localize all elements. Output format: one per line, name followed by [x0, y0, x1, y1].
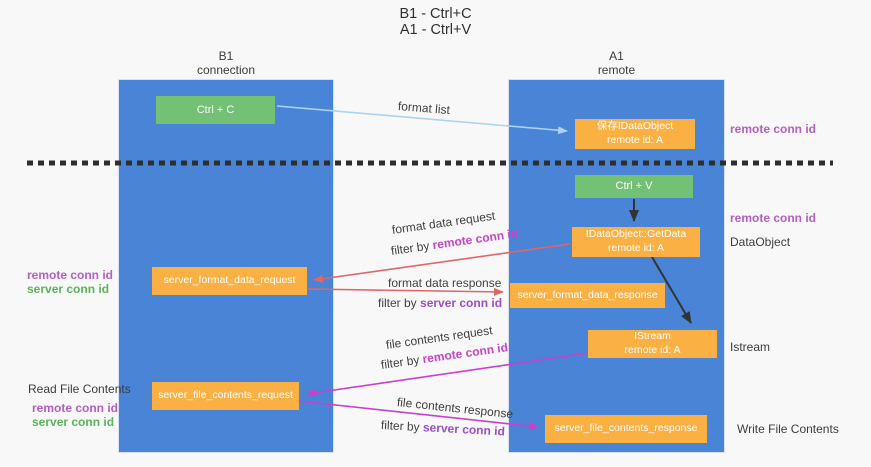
- filter-server-conn-id: server conn id: [422, 420, 506, 439]
- server-format-data-response-label: server_format_data_response: [517, 288, 658, 301]
- label-filter-by-server-conn-id-2: filter by server conn id: [381, 418, 506, 438]
- label-left-remote-conn-id-2: remote conn id: [32, 401, 119, 415]
- node-istream: IStream remote id: A: [588, 330, 717, 358]
- node-server-file-contents-request: server_file_contents_request: [152, 382, 299, 410]
- filter-remote-conn-id: remote conn id: [431, 226, 519, 253]
- label-left-server-conn-id-2: server conn id: [32, 415, 115, 429]
- filter-prefix: filter by: [378, 296, 421, 310]
- istream-line1: IStream: [634, 330, 671, 343]
- filter-prefix: filter by: [380, 352, 424, 372]
- node-server-format-data-request: server_format_data_request: [152, 267, 307, 295]
- label-left-remote-conn-id-1: remote conn id: [27, 268, 114, 282]
- getdata-line2: remote id: A: [607, 242, 665, 254]
- node-save-idataobject: 保存IDataObject remote id: A: [575, 119, 695, 149]
- lane-b1-name: B1: [218, 49, 234, 63]
- label-remote-conn-id-top: remote conn id: [730, 122, 817, 136]
- lane-b1-role: connection: [196, 63, 256, 78]
- node-ctrl-c: Ctrl + C: [156, 96, 275, 124]
- diagram-title: B1 - Ctrl+C A1 - Ctrl+V: [0, 6, 871, 39]
- getdata-line1: IDataObject::GetData: [585, 228, 687, 241]
- label-remote-conn-id-mid: remote conn id: [730, 211, 817, 225]
- save-idataobject-line1: 保存IDataObject: [596, 120, 674, 133]
- label-read-file-contents: Read File Contents: [28, 382, 131, 396]
- filter-prefix: filter by: [390, 238, 434, 258]
- node-ctrl-v: Ctrl + V: [575, 175, 693, 198]
- label-filter-by-server-conn-id-1: filter by server conn id: [378, 296, 502, 310]
- title-line-2: A1 - Ctrl+V: [399, 21, 472, 38]
- filter-prefix: filter by: [380, 418, 424, 435]
- server-format-data-request-label: server_format_data_request: [163, 274, 296, 287]
- node-idataobject-getdata: IDataObject::GetData remote id: A: [572, 227, 700, 257]
- filter-server-conn-id: server conn id: [420, 296, 503, 310]
- label-format-data-response: format data response: [388, 276, 502, 290]
- label-write-file-contents: Write File Contents: [737, 422, 839, 436]
- lane-a1-name: A1: [609, 49, 624, 63]
- server-file-contents-response-label: server_file_contents_response: [554, 422, 698, 435]
- label-left-server-conn-id-1: server conn id: [27, 282, 110, 296]
- label-format-list: format list: [397, 99, 451, 118]
- title-line-1: B1 - Ctrl+C: [399, 6, 472, 22]
- label-istream: Istream: [730, 340, 771, 354]
- istream-line2: remote id: A: [624, 344, 681, 356]
- lane-header-b1: B1 connection: [118, 49, 334, 78]
- label-file-contents-response: file contents response: [396, 395, 514, 422]
- ctrl-c-label: Ctrl + C: [196, 103, 235, 116]
- node-server-file-contents-response: server_file_contents_response: [545, 415, 707, 443]
- lane-a1-role: remote: [597, 63, 636, 78]
- server-file-contents-request-label: server_file_contents_request: [158, 389, 293, 402]
- lane-header-a1: A1 remote: [508, 49, 725, 78]
- save-idataobject-line2: remote id: A: [606, 134, 664, 146]
- ctrl-v-label: Ctrl + V: [615, 180, 653, 193]
- node-server-format-data-response: server_format_data_response: [510, 283, 665, 308]
- label-dataobject: DataObject: [730, 235, 791, 249]
